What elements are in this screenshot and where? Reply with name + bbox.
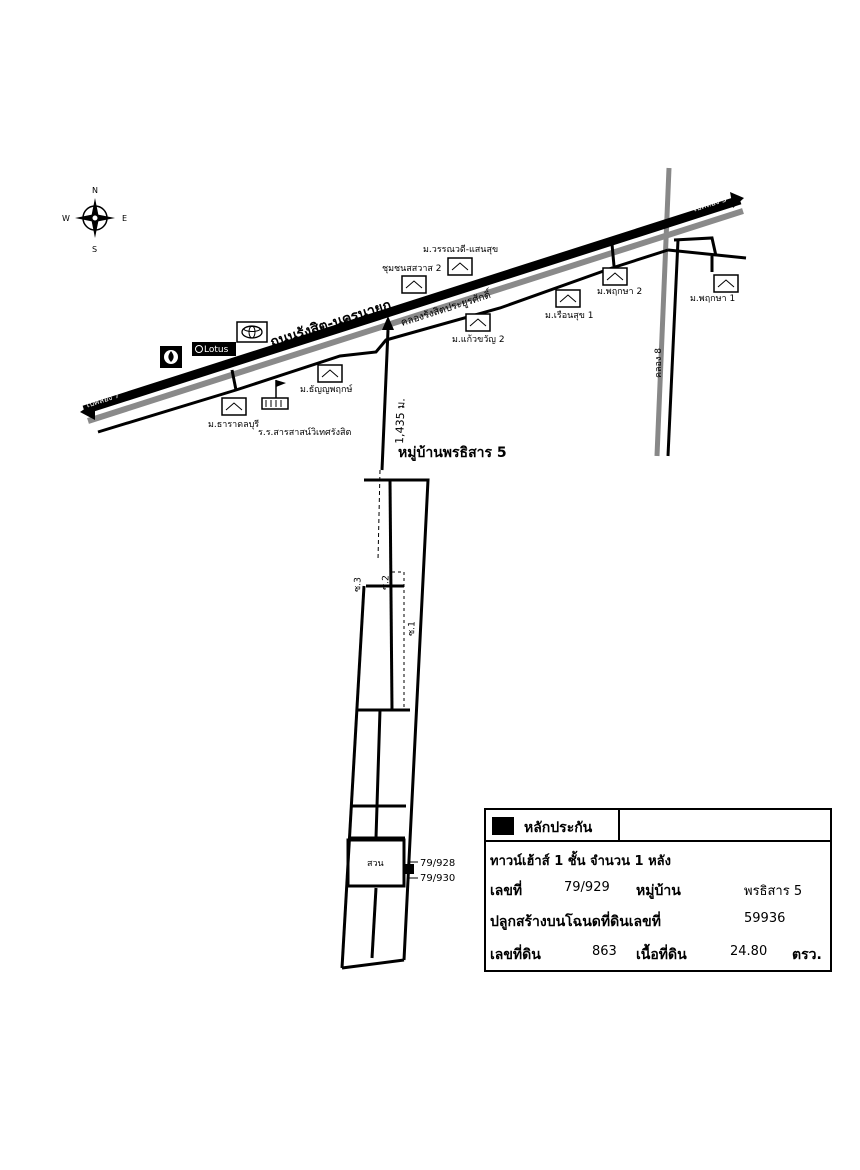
compass-east: E xyxy=(122,214,127,223)
house-icon xyxy=(465,313,491,332)
landmark-thanyapruk: ม.ธัญญพฤกษ์ xyxy=(300,383,353,395)
garden-label: สวน xyxy=(367,859,384,869)
school-icon xyxy=(261,380,289,410)
deed-value: 59936 xyxy=(744,911,786,926)
soi3-label: ซ.3 xyxy=(353,577,364,592)
collateral-marker xyxy=(404,864,414,874)
village-field-value: พรธิสาร 5 xyxy=(744,884,803,899)
landmark-tharadonburi: ม.ธาราดลบุรี xyxy=(208,419,259,430)
land-area-label: เนื้อที่ดิน xyxy=(636,947,687,963)
house-icon xyxy=(317,364,343,383)
soi2-label: ซ.2 xyxy=(381,575,392,590)
property-title: ทาวน์เฮ้าส์ 1 ชั้น จำนวน 1 หลัง xyxy=(490,854,671,869)
neighbor-79-928: 79/928 xyxy=(420,858,455,869)
frontage-road xyxy=(97,248,669,434)
collateral-info-box: หลักประกัน ทาวน์เฮ้าส์ 1 ชั้น จำนวน 1 หล… xyxy=(484,808,832,972)
canal-line xyxy=(87,208,744,424)
access-road xyxy=(380,329,390,471)
village-field-label: หมู่บ้าน xyxy=(636,883,681,899)
lotus-logo: Lotus xyxy=(192,342,236,356)
house-icon xyxy=(713,274,739,293)
land-area-unit: ตรว. xyxy=(792,947,822,963)
compass-icon: N S E W xyxy=(62,186,127,254)
legend-swatch xyxy=(492,817,514,835)
klong8-road xyxy=(654,167,672,457)
landmark-kaewkwan: ม.แก้วขวัญ 2 xyxy=(452,334,505,345)
svg-text:Lotus: Lotus xyxy=(204,345,229,355)
house-icon xyxy=(447,257,473,276)
main-road xyxy=(82,195,742,415)
village-label: หมู่บ้านพรธิสาร 5 xyxy=(398,445,507,461)
compass-north: N xyxy=(92,186,98,195)
legend-label: หลักประกัน xyxy=(524,820,593,836)
distance-label: 1,435 ม. xyxy=(393,398,408,444)
landmark-pruksa1: ม.พฤกษา 1 xyxy=(690,294,735,304)
house-no-label: เลขที่ xyxy=(490,883,523,899)
landmark-school: ร.ร.สารสาสน์วิเทศรังสิต xyxy=(258,426,351,438)
house-icon xyxy=(221,397,247,416)
landmark-pruksa2: ม.พฤกษา 2 xyxy=(597,287,642,297)
klong8-label: คลอง 8 xyxy=(654,348,664,378)
toyota-logo-icon xyxy=(236,321,268,343)
landmark-chumchon: ชุมชนสสวาส 2 xyxy=(382,264,441,274)
compass-west: W xyxy=(62,214,70,223)
village-layout xyxy=(340,478,430,970)
house-no-value: 79/929 xyxy=(564,880,610,895)
legend-divider xyxy=(618,810,620,840)
compass-south: S xyxy=(92,245,97,254)
house-icon xyxy=(555,289,581,308)
gas-station-logo-icon xyxy=(160,346,182,368)
house-icon xyxy=(602,267,628,286)
deed-label: ปลูกสร้างบนโฉนดที่ดินเลขที่ xyxy=(490,914,661,930)
legend-row: หลักประกัน xyxy=(486,810,830,842)
landmark-ruensuk: ม.เรือนสุข 1 xyxy=(545,310,594,321)
soi1-label: ซ.1 xyxy=(407,621,418,636)
land-no-label: เลขที่ดิน xyxy=(490,947,541,963)
land-no-value: 863 xyxy=(592,944,617,959)
land-area-value: 24.80 xyxy=(730,944,768,959)
neighbor-79-930: 79/930 xyxy=(420,873,455,884)
house-icon xyxy=(401,275,427,294)
landmark-wannawadi: ม.วรรณวดี-แสนสุข xyxy=(423,244,498,255)
